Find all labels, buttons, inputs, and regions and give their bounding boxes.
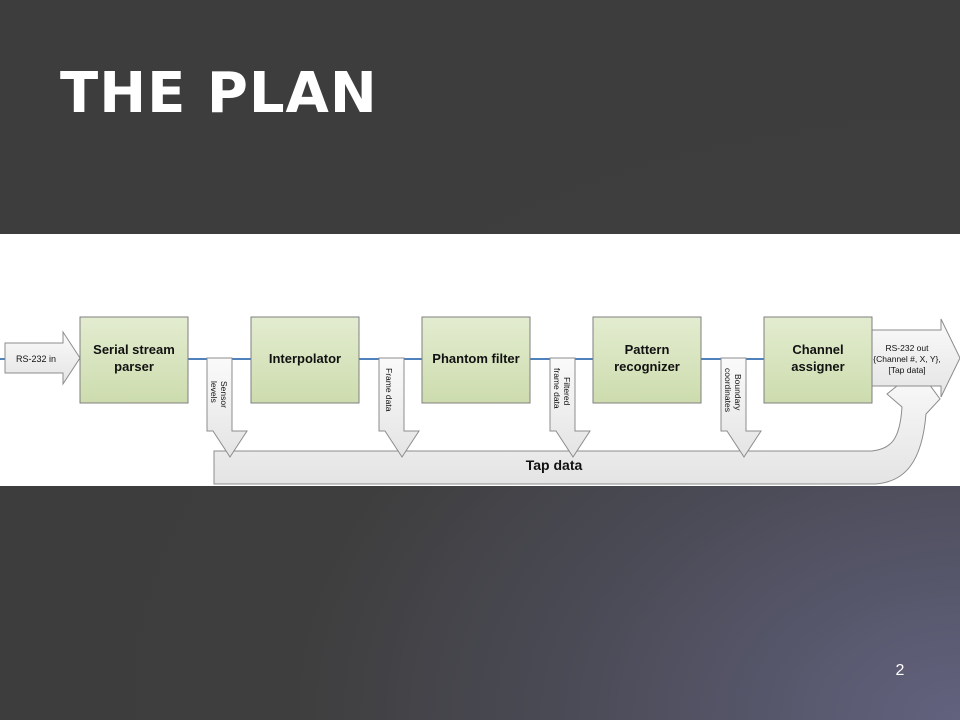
tap-label-boundary-coordinates-2: coordinates xyxy=(723,368,733,412)
slide-title: THE PLAN xyxy=(60,61,378,126)
block-channel-assigner-line2: assigner xyxy=(791,359,844,374)
block-interpolator-line1: Interpolator xyxy=(269,351,341,366)
rs232-in-label: RS-232 in xyxy=(16,354,56,364)
block-phantom-filter: Phantom filter xyxy=(421,316,531,404)
tap-arrow-sensor-levels: Sensor levels xyxy=(206,357,248,458)
block-pattern-recognizer: Pattern recognizer xyxy=(592,316,702,404)
block-interpolator: Interpolator xyxy=(250,316,360,404)
block-pattern-recognizer-line2: recognizer xyxy=(614,359,680,374)
rs232-in-arrow xyxy=(4,330,81,386)
rs232-out-arrow xyxy=(871,318,960,398)
tap-label-boundary-coordinates-1: Boundary xyxy=(733,374,743,411)
block-channel-assigner-line1: Channel xyxy=(792,342,843,357)
tap-arrow-boundary-coordinates: Boundary coordinates xyxy=(720,357,762,458)
rs232-out-label-line2: {Channel #, X, Y}, xyxy=(873,354,940,364)
tap-arrow-frame-data: Frame data xyxy=(378,357,420,458)
block-serial-stream-parser-line2: parser xyxy=(114,359,154,374)
block-phantom-filter-line1: Phantom filter xyxy=(432,351,519,366)
tap-label-filtered-frame-data-2: frame data xyxy=(552,368,562,409)
block-serial-stream-parser-line1: Serial stream xyxy=(93,342,175,357)
tap-label-frame-data: Frame data xyxy=(384,368,394,412)
block-serial-stream-parser: Serial stream parser xyxy=(79,316,189,404)
diagram-panel: Tap data RS-232 in RS-232 out {Channel #… xyxy=(0,234,960,486)
rs232-out-label-line3: [Tap data] xyxy=(888,365,925,375)
tap-data-bus-arrow xyxy=(213,368,941,485)
block-pattern-recognizer-line1: Pattern xyxy=(625,342,670,357)
tap-label-filtered-frame-data-1: Filtered xyxy=(562,377,572,406)
rs232-out-label-line1: RS-232 out xyxy=(886,343,930,353)
tap-arrow-filtered-frame-data: Filtered frame data xyxy=(549,357,591,458)
tap-data-bus-label: Tap data xyxy=(526,457,583,473)
slide-page-number: 2 xyxy=(895,662,905,679)
tap-label-sensor-levels-1: Sensor xyxy=(219,381,229,408)
block-channel-assigner: Channel assigner xyxy=(763,316,873,404)
tap-label-sensor-levels-2: levels xyxy=(209,381,219,403)
block-diagram: Tap data RS-232 in RS-232 out {Channel #… xyxy=(0,316,960,485)
